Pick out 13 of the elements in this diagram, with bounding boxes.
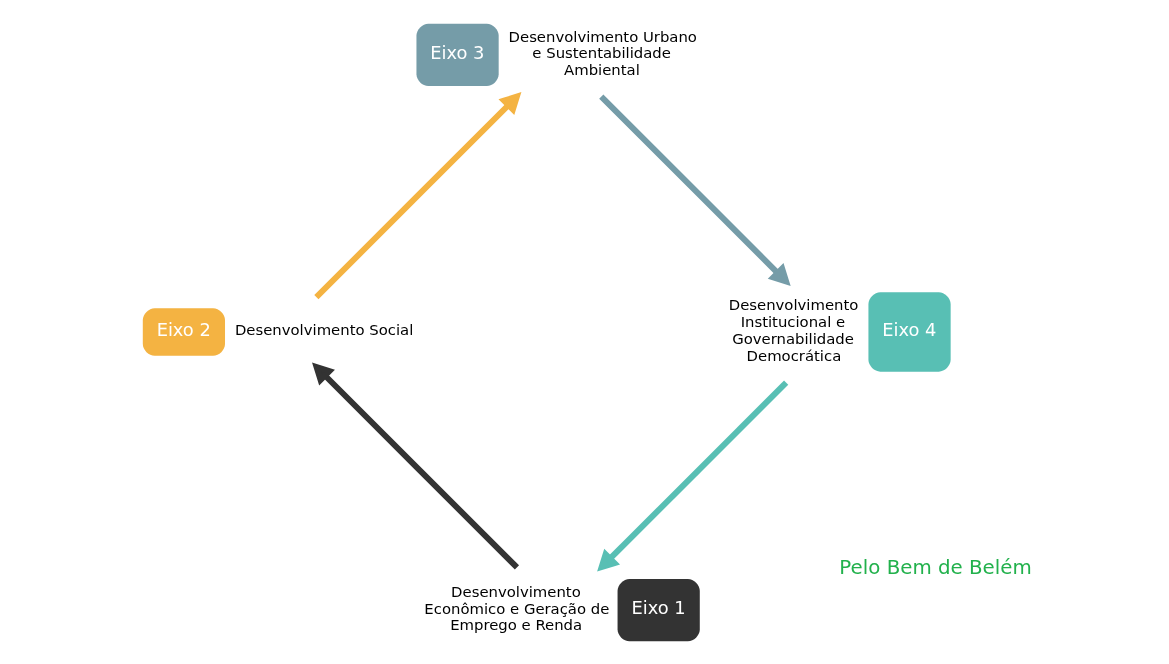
arrow [312, 362, 520, 570]
arrow [597, 380, 789, 572]
node-box: Eixo 2 [142, 308, 225, 356]
node-label: Desenvolvimento Institucional e Governabilidade Democrática [728, 296, 859, 365]
node-label: Desenvolvimento Econômico e Geração de Emprego e Renda [424, 582, 610, 635]
node-box: Eixo 1 [617, 578, 700, 642]
arrow [314, 92, 522, 300]
node-label: Desenvolvimento Urbano e Sustentabilidade Ambiental [508, 27, 697, 80]
arrow [599, 94, 791, 286]
node-label: Desenvolvimento Social [234, 321, 414, 340]
node-box: Eixo 3 [416, 23, 499, 87]
node-text: Pelo Bem de Belém [839, 555, 1032, 579]
node-box: Eixo 4 [868, 292, 951, 372]
